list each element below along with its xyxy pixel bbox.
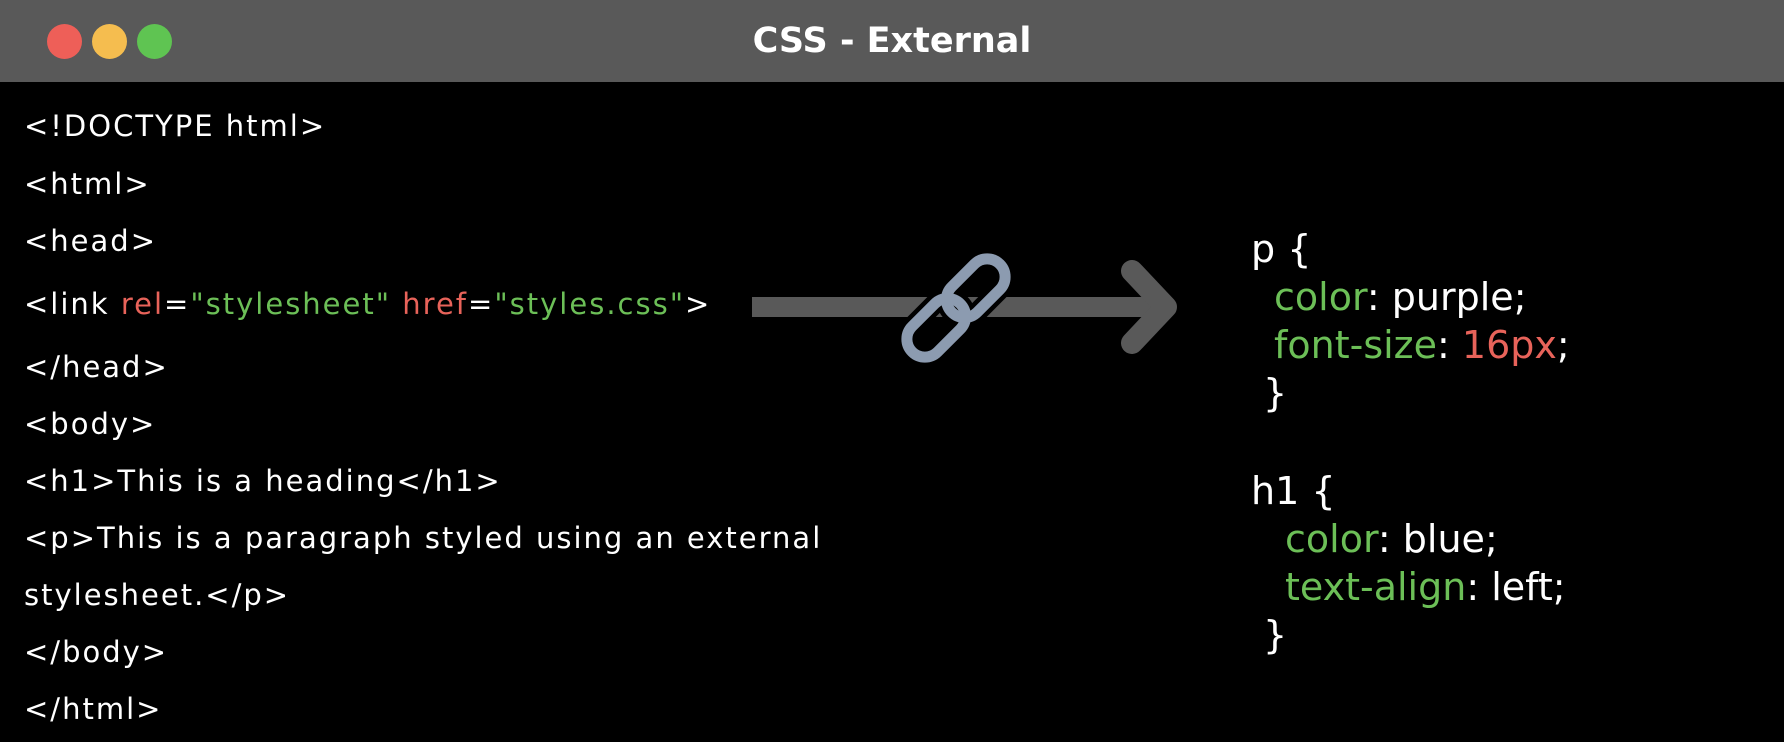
code-line-1: <!DOCTYPE html> [24,109,327,143]
code-line-11: </html> [24,692,163,726]
css-property: color [1274,275,1367,319]
css-value: left [1491,565,1553,609]
equals-2: = [468,287,495,321]
code-line-8: <p>This is a paragraph styled using an e… [24,521,823,555]
rel-value: "stylesheet" [190,287,392,321]
css-semicolon: ; [1552,565,1566,609]
window-titlebar: CSS - External [0,0,1784,82]
link-chain-icon [896,248,1016,368]
css-separator: : [1466,565,1492,609]
css-p-close-brace: } [1263,371,1288,415]
css-p-selector: p { [1251,227,1312,271]
css-separator: : [1437,323,1462,367]
css-property: color [1285,517,1378,561]
css-p-decl-font-size: font-size: 16px; [1274,326,1570,364]
css-separator: : [1377,517,1403,561]
link-tag-open: <link [24,287,121,321]
css-h1-selector: h1 { [1251,469,1336,513]
code-line-10: </body> [24,635,169,669]
code-line-3: <head> [24,224,157,258]
attr-href: href [402,287,469,321]
code-line-4: <link rel="stylesheet" href="styles.css"… [24,290,711,319]
link-arrow-graphic [752,248,1177,368]
css-semicolon: ; [1556,323,1570,367]
css-value: blue [1402,517,1485,561]
space-1 [391,287,402,321]
css-h1-close-brace: } [1263,613,1288,657]
css-h1-decl-text-align: text-align: left; [1285,568,1566,606]
close-button[interactable] [47,24,82,59]
css-semicolon: ; [1484,517,1498,561]
window-title: CSS - External [752,21,1032,61]
code-line-6: <body> [24,407,157,441]
css-value: 16px [1461,323,1557,367]
css-value: purple [1391,275,1514,319]
code-line-5: </head> [24,350,169,384]
code-line-9: stylesheet.</p> [24,578,291,612]
css-semicolon: ; [1513,275,1527,319]
link-tag-close: > [685,287,712,321]
attr-rel: rel [120,287,164,321]
href-value: "styles.css" [494,287,686,321]
maximize-button[interactable] [137,24,172,59]
minimize-button[interactable] [92,24,127,59]
css-property: font-size [1274,323,1438,367]
code-line-2: <html> [24,167,151,201]
code-line-7: <h1>This is a heading</h1> [24,464,502,498]
css-p-decl-color: color: purple; [1274,278,1527,316]
css-separator: : [1366,275,1392,319]
css-h1-decl-color: color: blue; [1285,520,1498,558]
equals-1: = [164,287,191,321]
css-property: text-align [1285,565,1467,609]
